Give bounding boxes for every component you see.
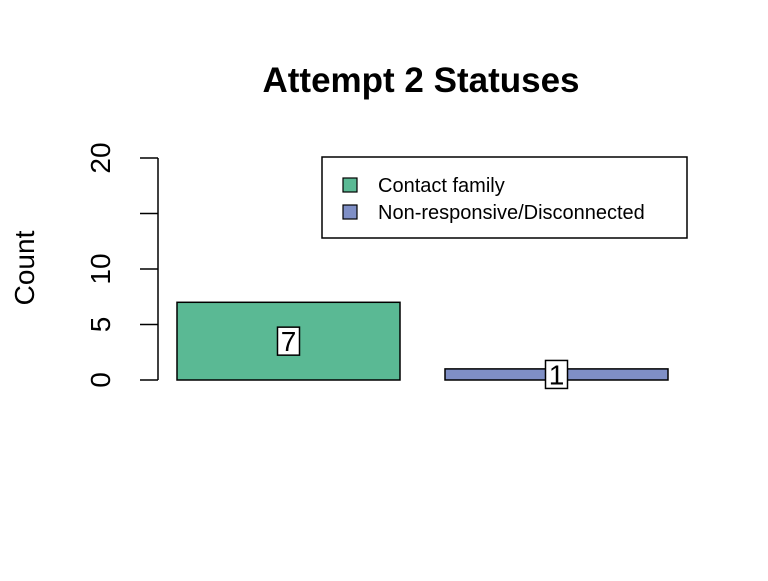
y-tick-label: 10 (85, 253, 116, 284)
y-tick-label: 0 (85, 372, 116, 388)
bar (176, 301, 401, 381)
data-label: 7 (281, 326, 297, 357)
data-label-box (276, 326, 301, 356)
legend-label: Contact family (378, 175, 505, 197)
chart-title: Attempt 2 Statuses (262, 61, 579, 100)
data-label: 1 (549, 359, 565, 390)
bars-group: 71 (176, 301, 669, 390)
legend-swatch (342, 204, 358, 220)
y-axis-label: Count (9, 230, 40, 305)
data-label-box (544, 359, 569, 390)
legend: Contact familyNon-responsive/Disconnecte… (321, 156, 688, 239)
legend-label: Non-responsive/Disconnected (378, 202, 645, 224)
y-axis: 0 5 10 20 (85, 142, 159, 388)
legend-swatch (342, 177, 358, 193)
legend-box (321, 156, 688, 239)
y-tick-label: 20 (85, 142, 116, 173)
y-tick-label: 5 (85, 317, 116, 333)
